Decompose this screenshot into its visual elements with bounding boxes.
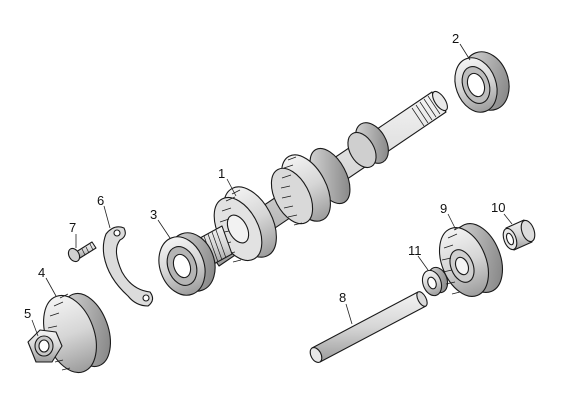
bearing-2 [454, 51, 510, 113]
leader-5 [31, 319, 39, 337]
nut-5 [27, 329, 63, 363]
leader-11 [417, 255, 429, 271]
callout-labels: 1 2 3 4 5 6 7 8 9 10 11 [24, 31, 505, 321]
needle-bearing-10 [502, 219, 536, 251]
gear-9 [438, 223, 504, 297]
callout-7: 7 [69, 220, 76, 235]
callout-8: 8 [339, 290, 346, 305]
callout-10: 10 [491, 200, 505, 215]
countershaft-8 [309, 291, 428, 363]
leader-lines [31, 43, 513, 337]
callout-2: 2 [452, 31, 459, 46]
callout-4: 4 [38, 265, 45, 280]
leader-8 [345, 303, 353, 325]
leader-3 [157, 219, 171, 239]
leader-10 [503, 213, 513, 225]
leader-2 [459, 43, 471, 61]
callout-3: 3 [150, 207, 157, 222]
input-gear-cluster [199, 122, 389, 267]
bolt-7 [67, 241, 97, 263]
callout-1: 1 [218, 166, 225, 181]
leader-6 [103, 205, 111, 229]
bearing-3 [158, 232, 216, 296]
callout-9: 9 [440, 201, 447, 216]
callout-5: 5 [24, 306, 31, 321]
callout-6: 6 [97, 193, 104, 208]
leader-9 [447, 213, 457, 231]
leader-4 [45, 277, 57, 297]
callout-11: 11 [408, 243, 422, 258]
leader-1 [226, 178, 237, 197]
retaining-plate-6 [102, 226, 154, 307]
